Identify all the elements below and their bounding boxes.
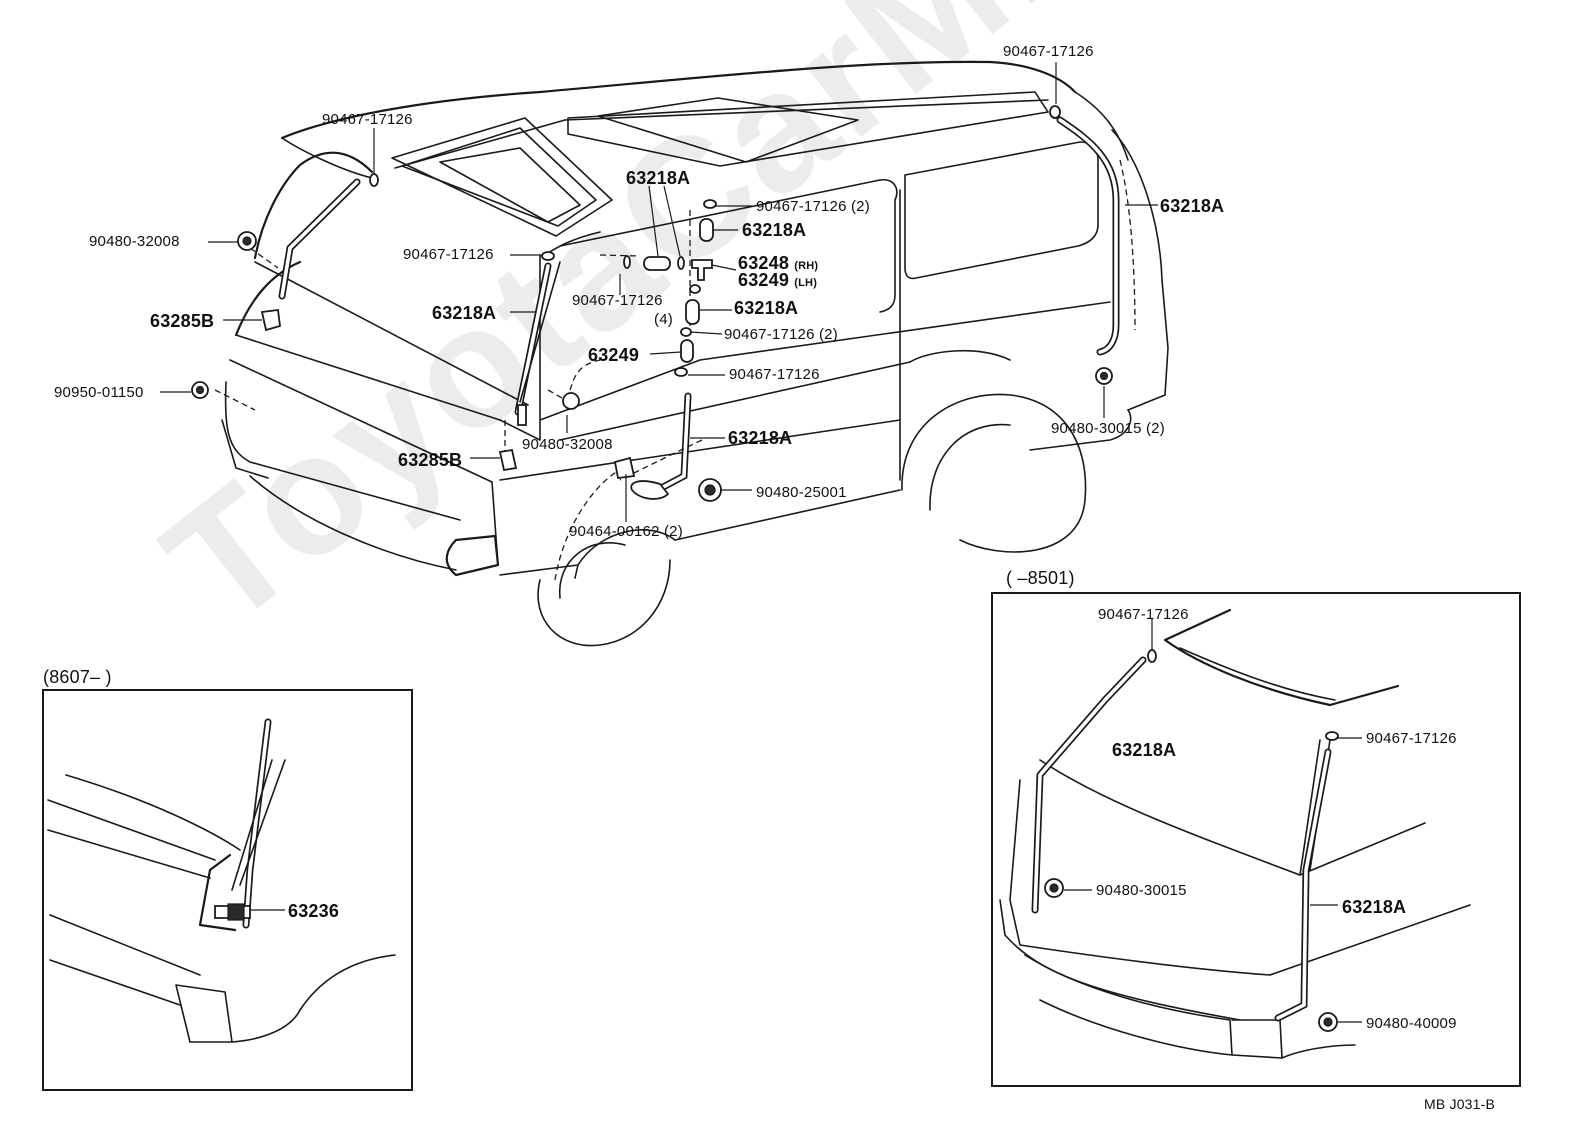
label-63218a-center-3: 63218A [734,298,799,318]
label-r-63218a-left: 63218A [1112,740,1177,760]
label-90464-00162-x2: 90464-00162 (2) [569,523,683,540]
label-90467-17126-top-rear: 90467-17126 [322,111,413,128]
label-63218a-lower: 63218A [728,428,793,448]
right-inset-drawing [991,592,1521,1087]
label-90480-25001: 90480-25001 [756,484,847,501]
label-90467-17126-x2-b: 90467-17126 (2) [724,326,838,343]
label-r-90480-30015: 90480-30015 [1096,882,1187,899]
label-63249-number: 63249 [738,270,790,290]
label-63285b-lower: 63285B [398,450,463,470]
label-90950-01150: 90950-01150 [54,384,144,401]
label-r-90467-17126-right: 90467-17126 [1366,730,1457,747]
label-90480-32008-lower: 90480-32008 [522,436,613,453]
label-r-90467-17126-top: 90467-17126 [1098,606,1189,623]
van-body [160,60,1169,647]
label-90480-32008-left: 90480-32008 [89,233,180,250]
label-63249: 63249 [588,345,640,365]
label-r-90480-40009: 90480-40009 [1366,1015,1457,1032]
label-90467-17126-x4: 90467-17126 [572,292,663,309]
label-90467-17126-lower: 90467-17126 [729,366,820,383]
label-63249-lh-suffix: (LH) [794,277,818,289]
label-90480-30015-x2: 90480-30015 (2) [1051,420,1165,437]
diagram-code: MB J031-B [1424,1096,1496,1112]
label-63236: 63236 [288,901,340,921]
label-63248-rh: (RH) [794,260,819,272]
label-63285b-upper: 63285B [150,311,215,331]
label-90467-17126-x2-a: 90467-17126 (2) [756,198,870,215]
label-63248-number: 63248 [738,253,790,273]
label-90467-17126-mid-left: 90467-17126 [403,246,494,263]
label-qty-4: (4) [654,311,673,328]
left-inset-caption: (8607– ) [43,667,112,687]
label-63218a-right-side: 63218A [1160,196,1225,216]
label-63249-lh: 63249 (LH) [738,270,817,290]
label-r-63218a-right: 63218A [1342,897,1407,917]
label-63218a-center-2: 63218A [742,220,807,240]
label-63218a-center: 63218A [626,168,691,188]
right-inset-caption: ( –8501) [1006,568,1075,588]
label-90467-17126-top-right: 90467-17126 [1003,43,1094,60]
label-63248: 63248 (RH) [738,253,818,273]
left-inset-drawing [42,689,413,1091]
label-63218a-pillar: 63218A [432,303,497,323]
